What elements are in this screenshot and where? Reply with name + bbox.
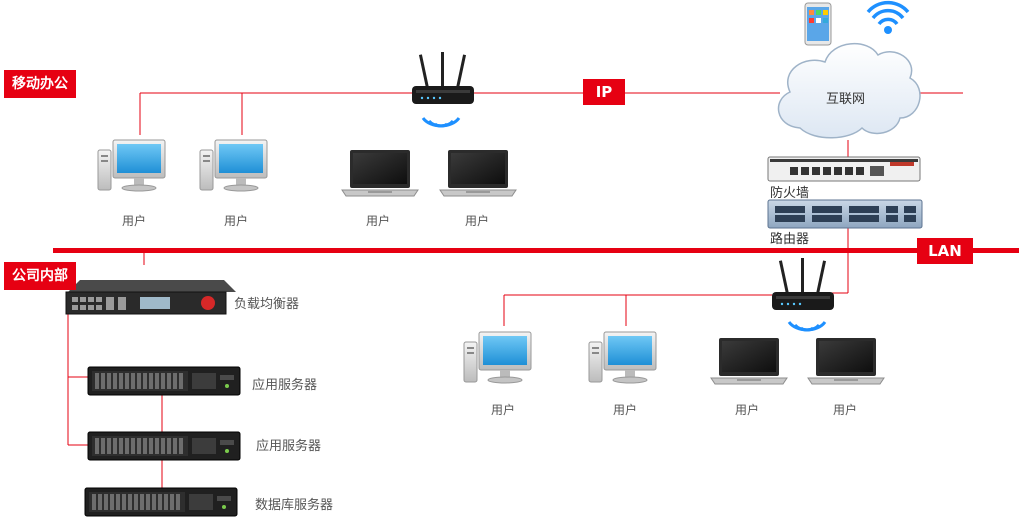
- user-label: 用户: [366, 214, 391, 228]
- wifi-waves-icon: [421, 116, 461, 128]
- laptop-icon: [710, 337, 788, 385]
- user-label: 用户: [833, 403, 858, 417]
- user-label: 用户: [735, 403, 760, 417]
- database-server-label: 数据库服务器: [255, 498, 334, 513]
- desktop-pc-icon: [199, 139, 268, 192]
- router-label: 路由器: [770, 232, 810, 247]
- user-label: 用户: [613, 403, 638, 417]
- load-balancer-icon: [65, 280, 236, 315]
- laptop-icon: [807, 337, 885, 385]
- firewall-label: 防火墙: [770, 186, 810, 201]
- router-switch-icon: [767, 199, 923, 229]
- rack-server-icon: [87, 431, 241, 461]
- lan-backbone-line: [53, 248, 1019, 253]
- lan-links: [143, 140, 849, 326]
- user-label: 用户: [491, 403, 516, 417]
- rack-server-icon: [87, 366, 241, 396]
- desktop-pc-icon: [97, 139, 166, 192]
- load-balancer-label: 负载均衡器: [234, 297, 300, 312]
- app-server-label: 应用服务器: [256, 439, 322, 454]
- smartphone-icon: [804, 2, 832, 46]
- rack-server-icon: [84, 487, 238, 517]
- desktop-pc-icon: [463, 331, 532, 384]
- desktop-pc-icon: [588, 331, 657, 384]
- internet-cloud-icon: [777, 42, 921, 139]
- zone-label-mobile-office: 移动办公: [4, 70, 76, 98]
- user-label: 用户: [122, 214, 147, 228]
- wifi-signal-icon: [866, 0, 910, 34]
- lan-tag: LAN: [917, 238, 973, 264]
- laptop-icon: [439, 149, 517, 197]
- user-label: 用户: [224, 214, 249, 228]
- firewall-icon: [767, 156, 921, 182]
- wireless-router-icon: [412, 52, 474, 104]
- app-server-label: 应用服务器: [252, 378, 318, 393]
- wireless-router-icon: [772, 258, 834, 310]
- user-label: 用户: [465, 214, 490, 228]
- zone-label-company-internal: 公司内部: [4, 262, 76, 290]
- laptop-icon: [341, 149, 419, 197]
- server-links: [67, 313, 163, 488]
- internet-label: 互联网: [826, 92, 866, 107]
- wifi-waves-icon: [787, 320, 827, 332]
- ip-tag: IP: [583, 79, 625, 105]
